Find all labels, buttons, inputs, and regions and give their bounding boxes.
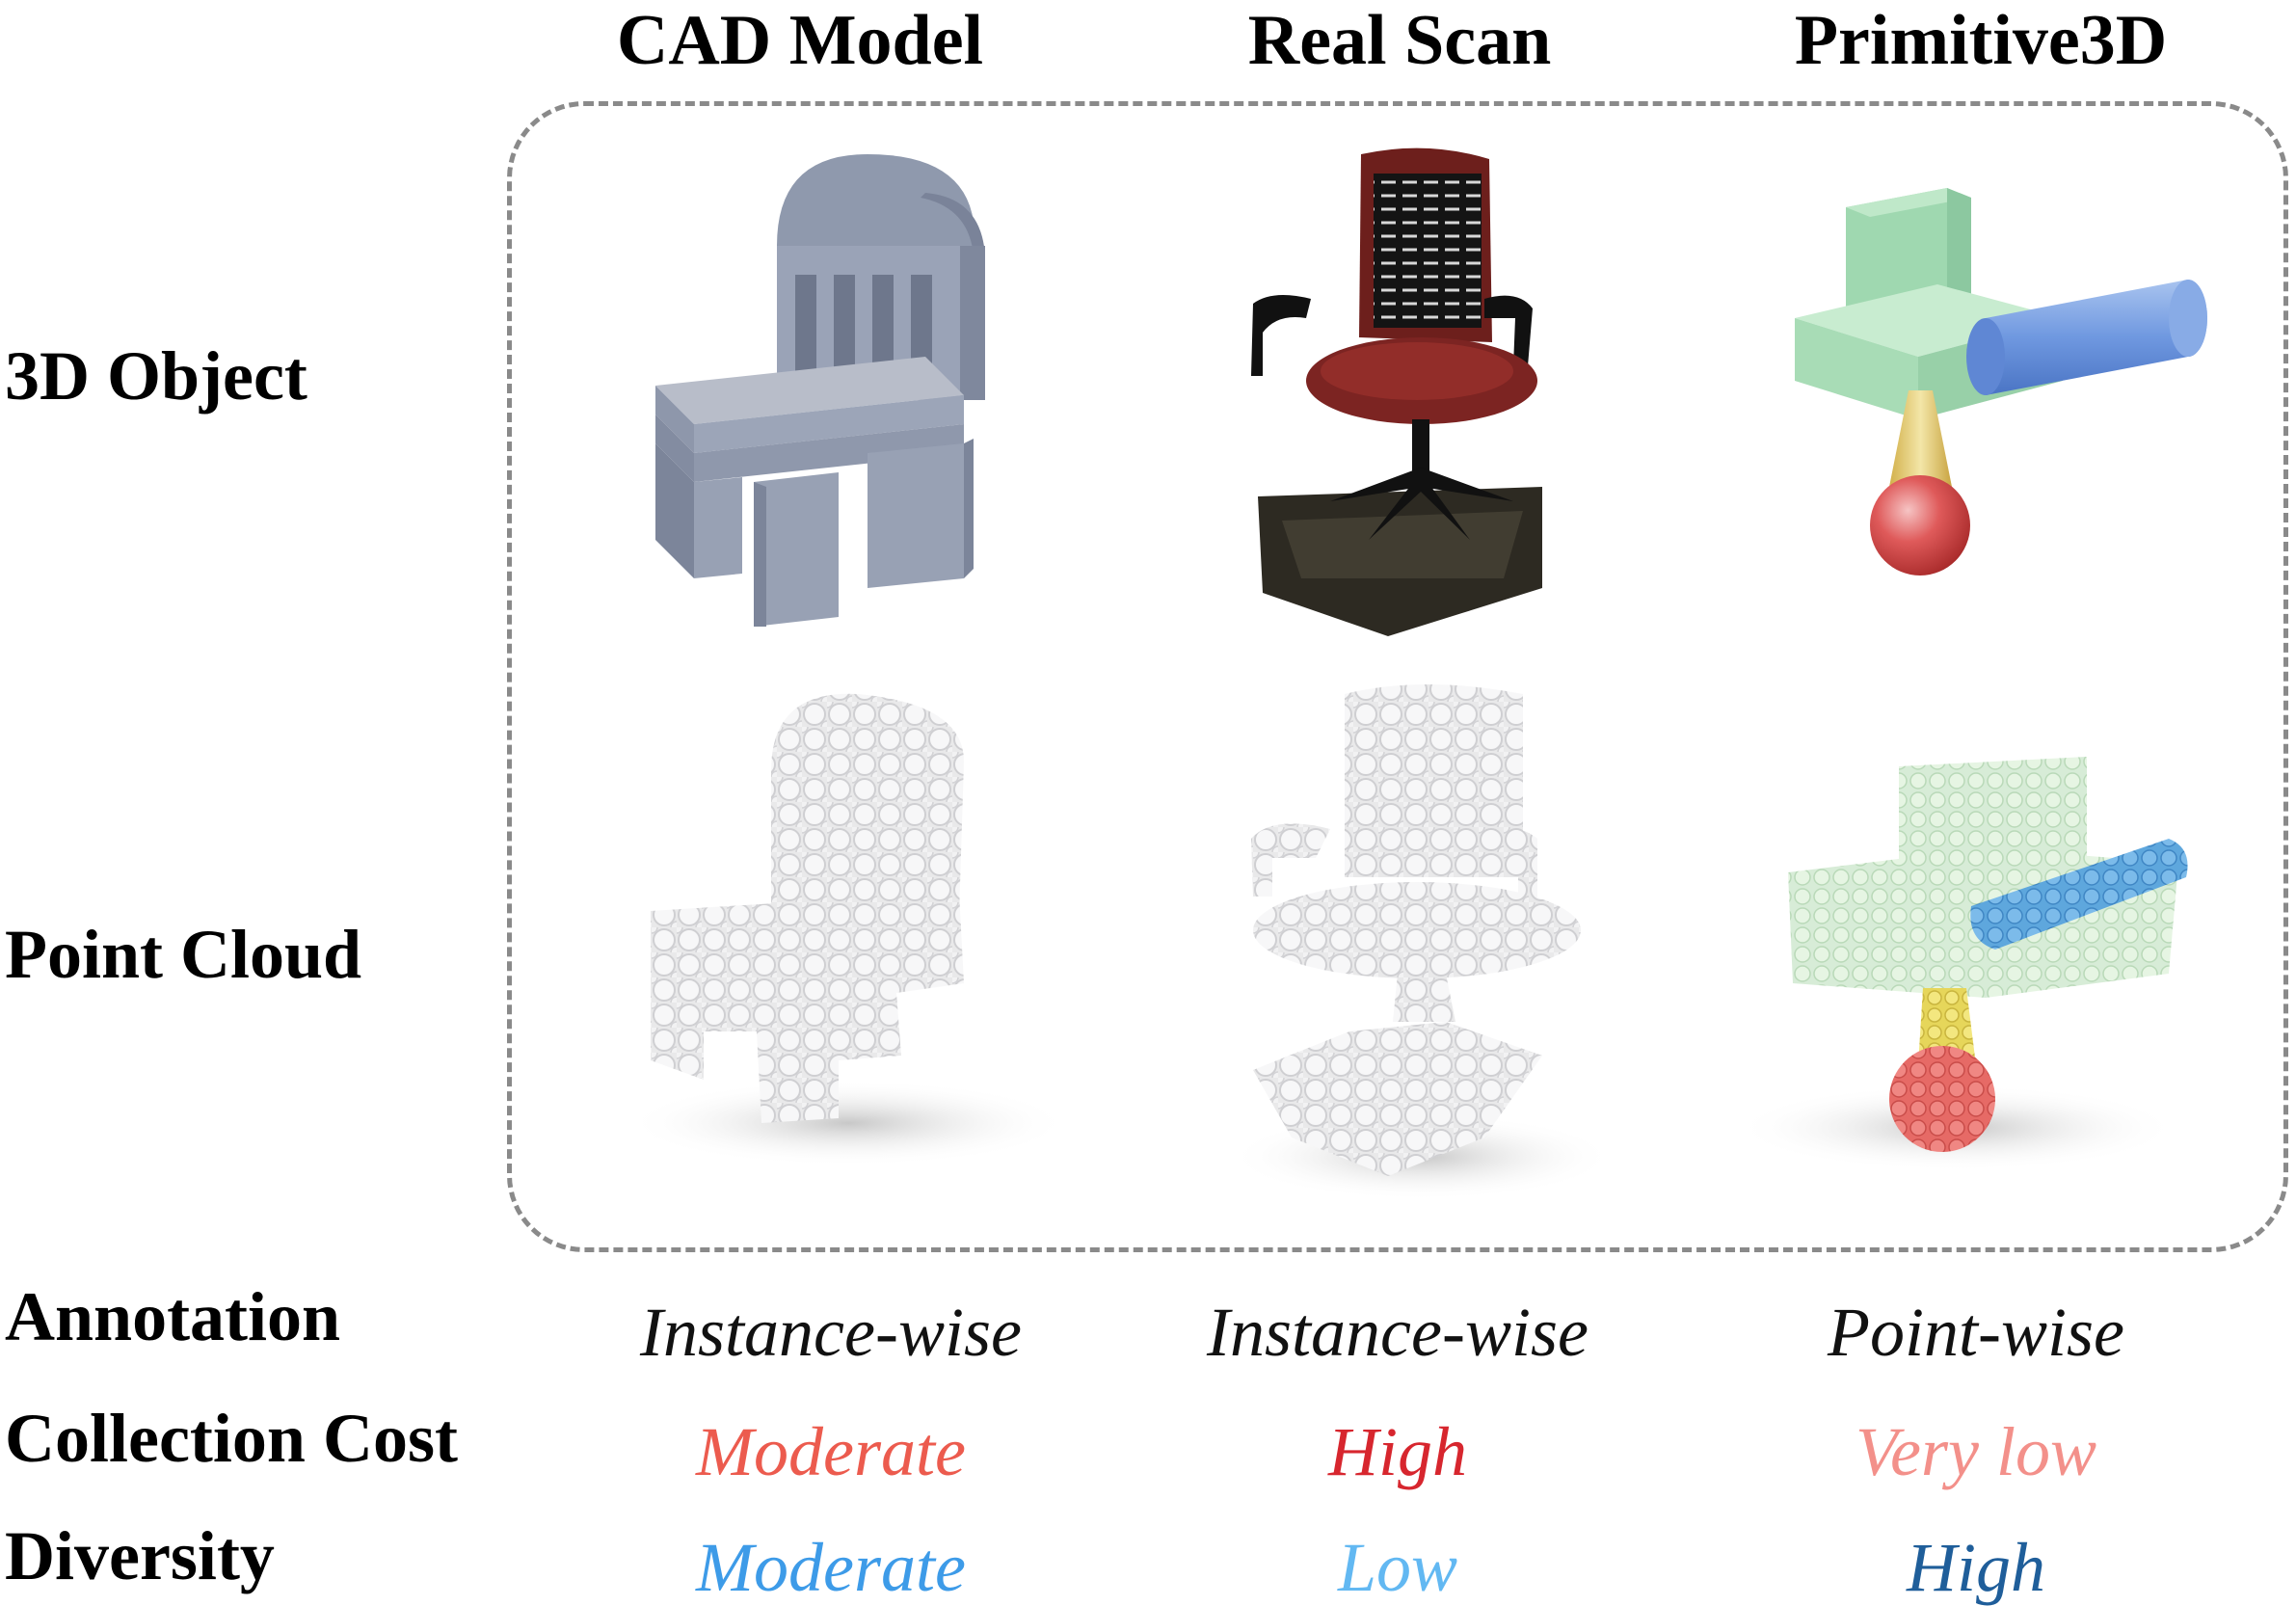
column-header-cad-model: CAD Model [616,1,984,80]
cost-prim: Very low [1855,1413,2096,1490]
dashed-frame [507,101,2288,1252]
real-scan-point-cloud [1229,684,1615,1200]
row-header-collection-cost: Collection Cost [5,1400,458,1477]
primitive3d-object [1795,188,2207,575]
row-header-point-cloud: Point Cloud [5,916,362,993]
annotation-cad: Instance-wise [640,1294,1022,1371]
row-header-diversity: Diversity [5,1517,275,1594]
annotation-prim: Point-wise [1828,1294,2124,1371]
cost-scan: High [1328,1413,1467,1490]
cost-cad: Moderate [696,1413,966,1490]
column-header-real-scan: Real Scan [1247,1,1552,80]
column-header-primitive3d: Primitive3D [1794,1,2168,80]
row-header-3d-object: 3D Object [5,337,307,415]
primitive3d-point-cloud [1735,757,2188,1171]
diversity-prim: High [1907,1529,2045,1606]
cad-point-cloud [627,693,1070,1166]
cad-chair-model [655,154,985,627]
annotation-scan: Instance-wise [1207,1294,1589,1371]
real-scan-chair [1251,147,1542,636]
diversity-scan: Low [1337,1529,1458,1606]
diversity-cad: Moderate [696,1529,966,1606]
row-header-annotation: Annotation [5,1278,341,1355]
